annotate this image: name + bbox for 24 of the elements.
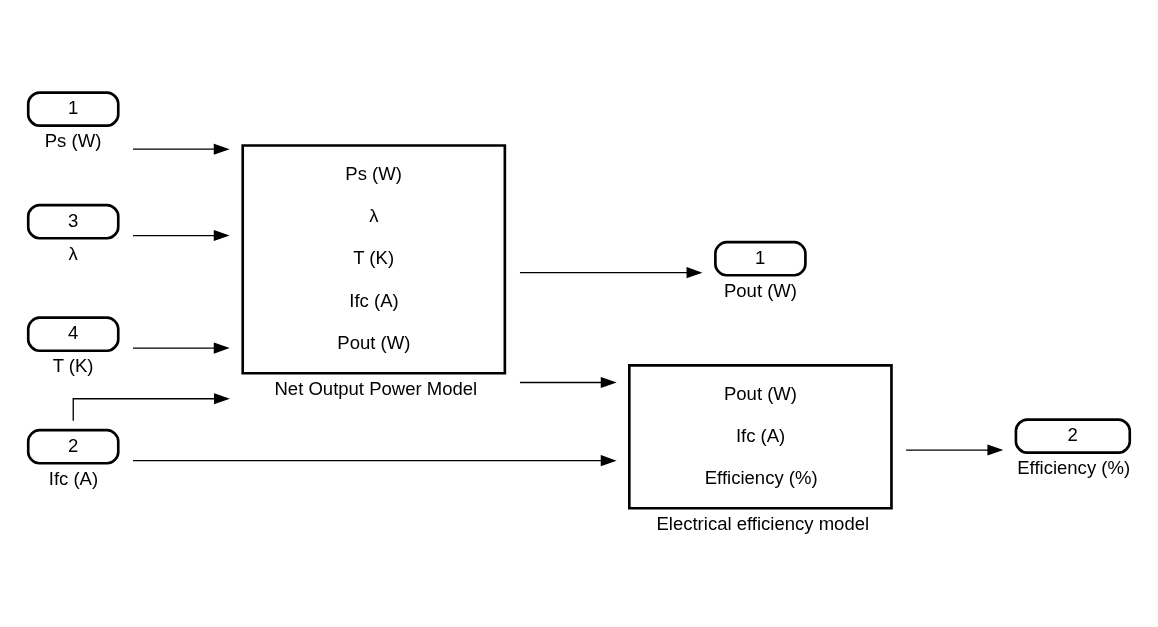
node-label: T (K) bbox=[52, 354, 94, 376]
node-box: 1 bbox=[714, 240, 807, 277]
node-label: λ bbox=[68, 242, 78, 264]
node-box: 2 bbox=[26, 428, 120, 465]
arrow bbox=[905, 444, 1004, 456]
node-box: 3 bbox=[26, 203, 120, 240]
arrow bbox=[132, 454, 617, 466]
node-label: Electrical efficiency model bbox=[656, 512, 870, 534]
node-box: 4 bbox=[26, 315, 120, 352]
node-label: Efficiency (%) bbox=[1017, 456, 1131, 478]
node-label: Ifc (A) bbox=[48, 467, 99, 489]
node-box: 2 bbox=[1014, 417, 1132, 454]
arrow bbox=[519, 376, 617, 388]
arrow bbox=[132, 229, 230, 241]
node-label: Pout (W) bbox=[723, 279, 798, 301]
node-box: Pout (W) Ifc (A) Efficiency (%) bbox=[628, 363, 893, 510]
node-box: Ps (W) λ T (K) Ifc (A) Pout (W) bbox=[241, 143, 507, 375]
node-label: Ps (W) bbox=[44, 129, 102, 151]
arrow bbox=[132, 342, 230, 354]
arrow bbox=[132, 143, 230, 155]
node-box: 1 bbox=[26, 90, 120, 127]
arrow bbox=[519, 266, 703, 278]
node-label: Net Output Power Model bbox=[274, 377, 478, 399]
arrow bbox=[72, 392, 230, 421]
